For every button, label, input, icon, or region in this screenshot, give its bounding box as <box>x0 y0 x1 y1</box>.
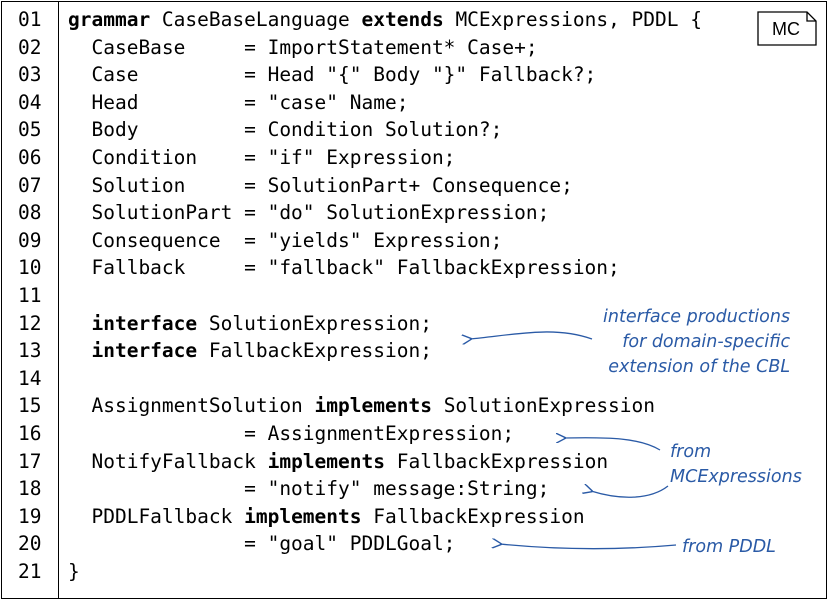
code-text: Condition = "if" Expression; <box>68 146 456 169</box>
line-number: 12 <box>18 311 42 335</box>
pddl-annotation: from PDDL <box>682 537 776 557</box>
code-text: SolutionExpression; <box>197 311 432 335</box>
code-text: Body = Condition Solution?; <box>68 118 503 142</box>
gutter-divider <box>58 1 59 599</box>
code-text: Fallback = "fallback" FallbackExpression… <box>68 256 620 280</box>
line-code: AssignmentSolution implements SolutionEx… <box>68 392 655 420</box>
line-number: 11 <box>18 284 42 307</box>
line-number: 14 <box>18 366 42 390</box>
line-code: = "goal" PDDLGoal; <box>68 530 455 558</box>
line-code: PDDLFallback implements FallbackExpressi… <box>68 503 585 531</box>
line-code: NotifyFallback implements FallbackExpres… <box>68 448 608 476</box>
interface-annotation: interface productions for domain-specifi… <box>603 307 791 377</box>
code-text <box>68 339 91 362</box>
line-number: 09 <box>18 228 42 252</box>
keyword: extends <box>361 8 444 31</box>
code-text: Consequence = "yields" Expression; <box>68 228 503 252</box>
line-number: 19 <box>18 504 42 528</box>
code-text <box>68 312 91 335</box>
line-code: Fallback = "fallback" FallbackExpression… <box>68 254 620 282</box>
line-number: 02 <box>18 35 42 59</box>
mc-badge: MC <box>757 11 817 46</box>
line-code: Condition = "if" Expression; <box>68 144 455 172</box>
line-number: 08 <box>18 201 42 225</box>
keyword: interface <box>91 311 198 335</box>
line-code: CaseBase = ImportStatement* Case+; <box>68 34 538 62</box>
code-text: FallbackExpression <box>385 449 609 473</box>
line-number: 05 <box>18 118 42 142</box>
line-number: 20 <box>18 532 42 556</box>
line-number: 01 <box>18 8 42 31</box>
line-number: 06 <box>18 146 42 169</box>
line-number: 13 <box>18 339 42 363</box>
line-number: 16 <box>18 422 42 445</box>
line-code: SolutionPart = "do" SolutionExpression; <box>68 199 549 227</box>
code-text: FallbackExpression <box>361 504 585 528</box>
line-number: 15 <box>18 394 42 418</box>
code-text: SolutionExpression <box>431 394 656 418</box>
code-text: = AssignmentExpression; <box>68 422 515 445</box>
badge-label: MC <box>772 19 800 39</box>
code-text: SolutionPart = "do" SolutionExpression; <box>68 201 550 225</box>
line-code: = "notify" message:String; <box>68 475 549 503</box>
keyword: grammar <box>68 8 151 31</box>
code-text: CaseBase = ImportStatement* Case+; <box>68 35 538 59</box>
code-text: NotifyFallback <box>68 449 268 473</box>
keyword: interface <box>91 339 198 363</box>
line-code: } <box>68 558 80 586</box>
code-text: PDDLFallback <box>68 504 245 528</box>
code-text: CaseBaseLanguage <box>150 8 362 31</box>
line-code: grammar CaseBaseLanguage extends MCExpre… <box>68 6 702 34</box>
line-number: 03 <box>18 63 42 87</box>
line-code: Body = Condition Solution?; <box>68 116 502 144</box>
code-text: Solution = SolutionPart+ Consequence; <box>68 173 573 197</box>
line-number: 17 <box>18 449 42 473</box>
line-code: = AssignmentExpression; <box>68 420 514 448</box>
mcexpressions-annotation: from MCExpressions <box>670 442 802 487</box>
code-text: Case = Head "{" Body "}" Fallback?; <box>68 63 597 87</box>
code-text: Head = "case" Name; <box>68 90 409 114</box>
note-icon <box>757 11 817 46</box>
code-text: AssignmentSolution <box>68 394 315 418</box>
line-number: 04 <box>18 90 42 114</box>
code-text: = "goal" PDDLGoal; <box>68 532 456 556</box>
keyword: implements <box>267 449 385 473</box>
line-code: Case = Head "{" Body "}" Fallback?; <box>68 61 596 89</box>
line-number: 21 <box>18 560 42 583</box>
keyword: implements <box>244 504 362 528</box>
keyword: implements <box>314 394 432 418</box>
line-number: 10 <box>18 256 42 280</box>
code-text: MCExpressions, PDDL { <box>443 8 702 31</box>
line-code: Head = "case" Name; <box>68 89 408 117</box>
code-text: } <box>68 560 80 583</box>
line-number: 18 <box>18 477 42 501</box>
code-text: FallbackExpression; <box>197 339 432 363</box>
line-code: interface FallbackExpression; <box>68 337 432 365</box>
line-number: 07 <box>18 173 42 197</box>
line-code: Solution = SolutionPart+ Consequence; <box>68 172 573 200</box>
line-code: interface SolutionExpression; <box>68 310 432 338</box>
code-text: = "notify" message:String; <box>68 477 550 501</box>
line-code: Consequence = "yields" Expression; <box>68 227 502 255</box>
